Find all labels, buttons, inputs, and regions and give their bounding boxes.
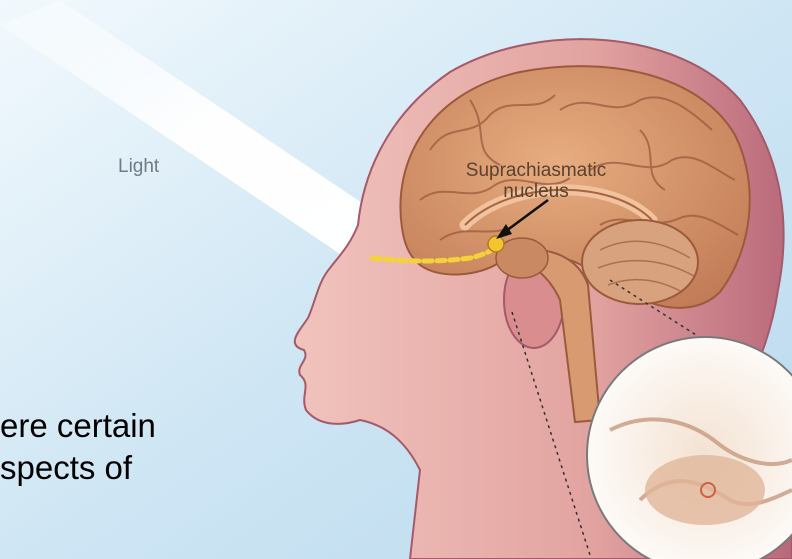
slide-text-line-1: ere certain [0, 405, 156, 447]
suprachiasmatic-nucleus [488, 236, 504, 252]
scn-label-line-2: nucleus [431, 181, 641, 202]
suprachiasmatic-nucleus-label: Suprachiasmatic nucleus [431, 160, 641, 202]
scn-label-line-1: Suprachiasmatic [431, 160, 641, 181]
inset-scn-region [645, 455, 765, 525]
slide-text-line-2: spects of [0, 447, 156, 489]
light-label: Light [118, 156, 159, 178]
slide-body-text: ere certain spects of [0, 405, 156, 489]
